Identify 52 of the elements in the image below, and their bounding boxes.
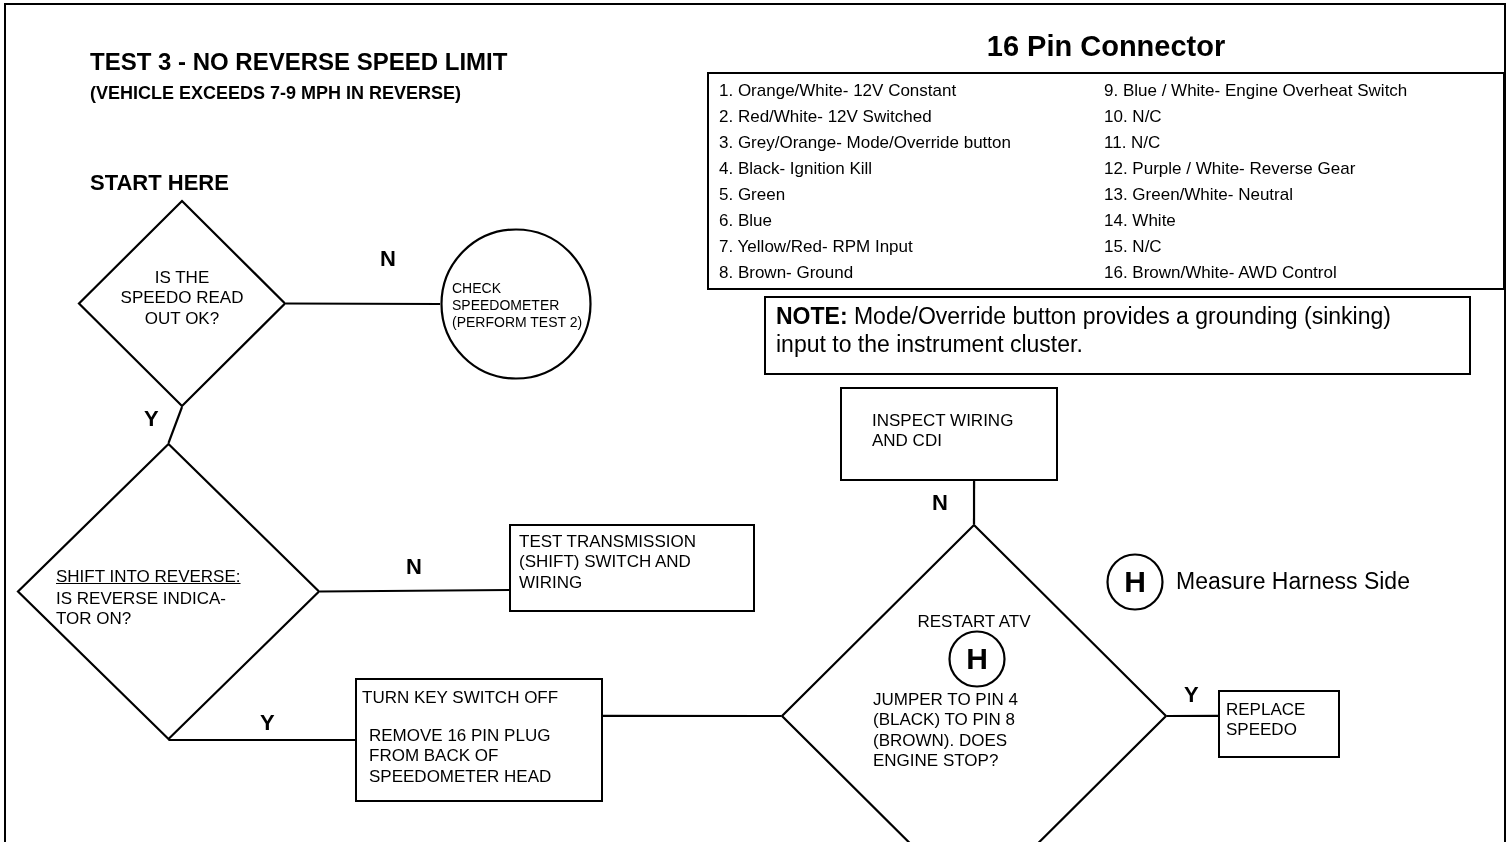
pin-description: 6. Blue <box>719 212 772 229</box>
pin-description: 4. Black- Ignition Kill <box>719 160 873 177</box>
pin-description: 8. Brown- Ground <box>719 264 854 281</box>
connector-line <box>1167 714 1218 718</box>
node-text: REPLACE SPEEDO <box>1226 700 1307 741</box>
decision-diamond <box>78 200 286 407</box>
process-box <box>840 387 1058 481</box>
pin-description: 14. White <box>1104 212 1176 229</box>
process-box <box>509 524 755 612</box>
node-text: REMOVE 16 PIN PLUG FROM BACK OF SPEEDOMETER HEAD <box>369 726 553 788</box>
node-text: TEST TRANSMISSION (SHIFT) SWITCH AND WIRING <box>519 532 697 594</box>
pin-description: 9. Blue / White- Engine Overheat Switch <box>1104 82 1408 99</box>
start-label: START HERE <box>90 172 229 194</box>
node-text: CHECK SPEEDOMETER (PERFORM TEST 2) <box>452 280 584 331</box>
pin-description: 16. Brown/White- AWD Control <box>1104 264 1337 281</box>
node-text: JUMPER TO PIN 4 (BLACK) TO PIN 8 (BROWN). DOES ENGINE STOP? <box>873 690 1019 772</box>
pin-description: 11. N/C <box>1104 134 1161 151</box>
pin-description: 15. N/C <box>1104 238 1162 255</box>
connector-line <box>972 481 976 524</box>
table-title: 16 Pin Connector <box>985 32 1227 61</box>
pin-description: 13. Green/White- Neutral <box>1104 186 1293 203</box>
connector-line <box>603 714 781 718</box>
node-text: SHIFT INTO REVERSE: <box>56 567 242 588</box>
node-text: TURN KEY SWITCH OFF <box>362 688 560 709</box>
node-text: INSPECT WIRING AND CDI <box>872 411 1015 452</box>
pin-description: 12. Purple / White- Reverse Gear <box>1104 160 1356 177</box>
decision-diamond <box>17 443 320 740</box>
connector-line <box>320 588 509 593</box>
node-text: RESTART ATV <box>916 612 1032 633</box>
diagram-subtitle: (VEHICLE EXCEEDS 7-9 MPH IN REVERSE) <box>90 84 462 102</box>
connector-line <box>167 406 184 444</box>
circle-node <box>440 228 592 380</box>
circle-node <box>948 630 1006 688</box>
process-box <box>1218 690 1340 758</box>
node-text: NOTE: Mode/Override button provides a grounding (sinking) input to the instrument cluster. <box>776 303 1392 359</box>
node-text: IS REVERSE INDICA- TOR ON? <box>56 589 228 630</box>
connector-line <box>286 302 440 306</box>
symbol-letter: H <box>1123 567 1147 597</box>
symbol-letter: H <box>965 644 989 674</box>
node-text: IS THE SPEEDO READ OUT OK? <box>119 268 245 330</box>
legend-text: Measure Harness Side <box>1176 570 1410 593</box>
diagram-title: TEST 3 - NO REVERSE SPEED LIMIT <box>90 50 508 74</box>
decision-diamond <box>781 524 1167 842</box>
note-box <box>764 296 1471 375</box>
connector-line <box>168 738 355 742</box>
pin-description: 3. Grey/Orange- Mode/Override button <box>719 134 1011 151</box>
process-box <box>355 678 603 802</box>
pin-description: 5. Green <box>719 186 786 203</box>
pin-description: 7. Yellow/Red- RPM Input <box>719 238 913 255</box>
pin-description: 2. Red/White- 12V Switched <box>719 108 932 125</box>
pin-description: 1. Orange/White- 12V Constant <box>719 82 957 99</box>
pin-description: 10. N/C <box>1104 108 1162 125</box>
